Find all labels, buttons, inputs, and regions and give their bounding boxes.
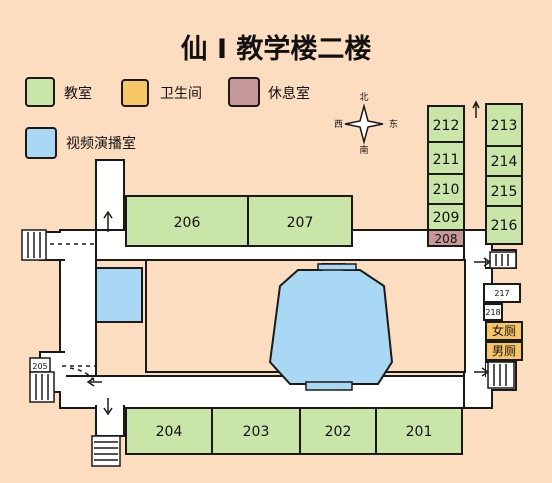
room-207-label: 207 [287,215,314,231]
room-201 [375,407,463,455]
room-218 [483,303,503,321]
room-206 [125,195,249,247]
room-207 [247,195,353,247]
route-dashes [50,243,97,385]
legend-swatch-lounge [228,77,260,107]
room-206-label: 206 [174,215,201,231]
legend-label-media-room: 视频演播室 [66,135,136,152]
compass-north: 北 [359,92,368,103]
room-203-label: 203 [243,424,270,440]
compass-south: 南 [359,144,368,156]
toilet-male [485,341,523,361]
staircase-icon [487,361,515,389]
compass-west: 西 [334,119,343,130]
legend-label-lounge: 休息室 [268,85,310,102]
legend-swatch-classroom [25,77,55,107]
room-205-label: 205 [32,362,47,371]
map-title: 仙 I 教学楼二楼 [181,33,372,65]
room-210-label: 210 [433,182,460,198]
compass-star-icon [344,103,384,145]
room-211 [427,141,465,175]
room-217 [483,283,521,303]
room-201-label: 201 [406,424,433,440]
legend-swatch-toilet [121,79,149,107]
room-208-lounge [427,229,465,247]
staircase-icon [29,371,55,403]
room-210 [427,173,465,205]
room-202-label: 202 [325,424,352,440]
compass-east: 东 [389,118,398,130]
room-214-label: 214 [491,154,518,170]
compass: 北 南 东 西 [334,92,398,156]
room-209-label: 209 [433,210,460,226]
room-212-label: 212 [433,118,460,134]
staircase-icon [489,251,517,269]
staircase-icon [21,229,47,261]
room-213-label: 213 [491,118,518,134]
room-208-label: 208 [435,232,458,246]
media-room-center [268,263,394,385]
toilet-female [485,321,523,341]
room-212 [427,105,465,143]
staircase-icon [91,435,121,467]
room-204-label: 204 [156,424,183,440]
room-203 [211,407,301,455]
room-204 [125,407,213,455]
legend-swatch-media-room [25,127,57,159]
toilet-male-label: 男厕 [492,344,516,358]
room-218-label: 218 [485,308,500,317]
media-room-west [95,267,143,323]
legend: 教室 卫生间 休息室 视频演播室 [25,77,310,159]
room-215-label: 215 [491,184,518,200]
room-216 [485,205,523,245]
toilet-female-label: 女厕 [492,323,516,338]
room-217-label: 217 [494,289,509,298]
room-209 [427,203,465,231]
legend-label-classroom: 教室 [64,85,92,102]
room-211-label: 211 [433,152,460,168]
room-202 [299,407,377,455]
room-216-label: 216 [491,218,518,234]
legend-label-toilet: 卫生间 [160,86,202,102]
